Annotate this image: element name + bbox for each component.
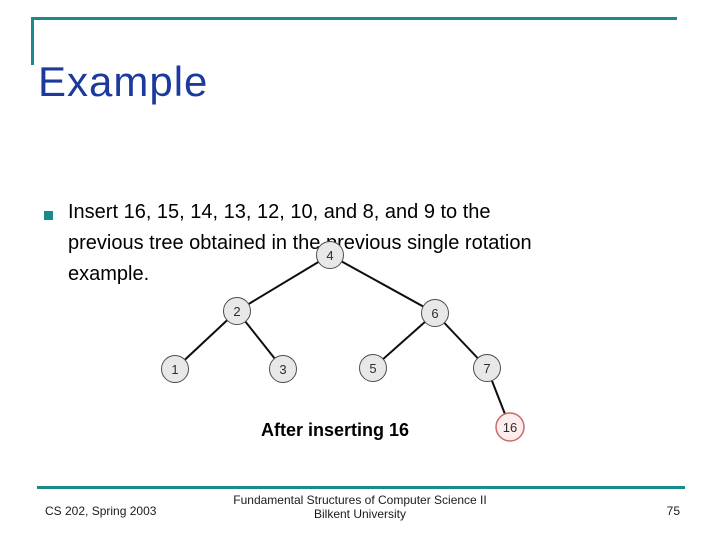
tree-node-circle (161, 355, 189, 383)
tree-edge-7-16 (486, 367, 511, 428)
tree-node: 5 (359, 354, 387, 382)
tree-node-circle (223, 297, 251, 325)
bullet-text-line: Insert 16, 15, 14, 13, 12, 10, and 8, an… (68, 201, 491, 223)
footer-institution-line1: Fundamental Structures of Computer Scien… (233, 493, 487, 507)
tree-node-highlighted: 16 (495, 412, 525, 442)
tree-node-label: 16 (503, 420, 517, 435)
tree-edge-2-3 (236, 310, 284, 370)
diagram-caption: After inserting 16 (261, 420, 410, 440)
tree-node: 3 (269, 355, 297, 383)
bullet-text-line: example. (68, 263, 150, 285)
footer-course: CS 202, Spring 2003 (45, 504, 157, 518)
tree-node: 2 (223, 297, 251, 325)
tree-node: 7 (473, 354, 501, 382)
top-accent-rule (31, 17, 677, 20)
page-title: Example (38, 58, 209, 105)
tree-node-label: 6 (431, 306, 438, 321)
tree-node-label: 3 (279, 362, 286, 377)
footer-institution: Fundamental Structures of Computer Scien… (0, 493, 720, 521)
tree-edge-6-7 (434, 312, 488, 369)
tree-node-circle (421, 299, 449, 327)
tree-node-label: 1 (171, 362, 178, 377)
bullet-square-icon (44, 211, 53, 220)
tree-node-circle-highlighted (495, 412, 525, 442)
bullet-text: Insert 16, 15, 14, 13, 12, 10, and 8, an… (68, 197, 688, 290)
page-number: 75 (666, 504, 680, 518)
tree-node: 6 (421, 299, 449, 327)
tree-node-circle (359, 354, 387, 382)
tree-node-circle (269, 355, 297, 383)
top-accent-rule-vertical (31, 17, 34, 65)
tree-node-label: 7 (483, 361, 490, 376)
tree-node-label: 5 (369, 361, 376, 376)
tree-edge-2-1 (174, 310, 238, 370)
bullet-text-line: previous tree obtained in the previous s… (68, 232, 532, 254)
tree-node-circle (473, 354, 501, 382)
footer-institution-line2: Bilkent University (313, 507, 407, 521)
tree-edge-6-5 (372, 312, 436, 369)
footer-accent-rule (37, 486, 685, 489)
tree-node: 1 (161, 355, 189, 383)
tree-node-label: 2 (233, 304, 240, 319)
